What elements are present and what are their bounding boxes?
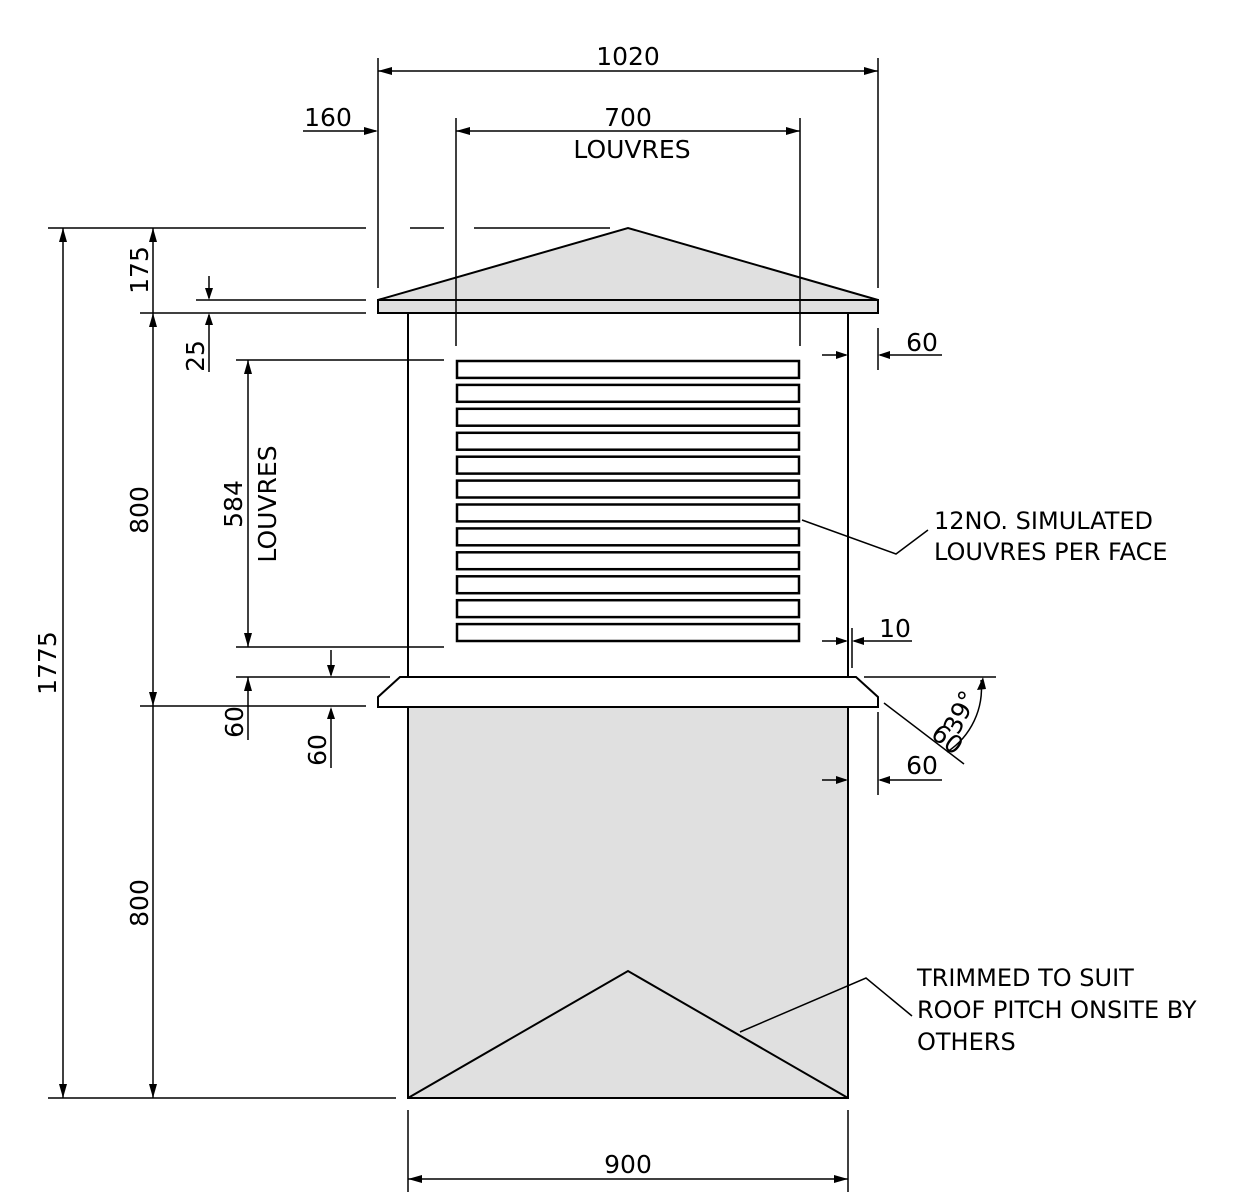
- note-trim-line1: TRIMMED TO SUIT: [916, 964, 1134, 992]
- note-trim-line2: ROOF PITCH ONSITE BY: [917, 996, 1197, 1024]
- dim-60-lower-label: 60: [906, 751, 938, 780]
- arrow: [834, 1175, 848, 1183]
- dim-60-top-label: 60: [906, 328, 938, 357]
- louvre-slat: [455, 527, 801, 547]
- louvre-slat: [455, 622, 801, 643]
- dim-700-label: 700: [604, 103, 652, 132]
- arrow: [364, 127, 378, 135]
- arrow: [836, 351, 848, 359]
- dim-line-60-diag: [883, 702, 965, 765]
- arrow: [205, 288, 213, 300]
- arrow: [378, 67, 392, 75]
- dim-584-sublabel: LOUVRES: [253, 445, 282, 562]
- roof-pitch-trim-line: [407, 969, 849, 1099]
- louvre-slat: [455, 407, 801, 427]
- arrow: [149, 228, 157, 242]
- dim-160-label: 160: [304, 103, 352, 132]
- roof-cap: [377, 226, 879, 301]
- arrow: [205, 313, 213, 325]
- louvre-slat: [455, 455, 801, 475]
- leader-louvres-note: [801, 519, 929, 555]
- arrow: [786, 127, 800, 135]
- dim-1775-label: 1775: [33, 631, 62, 695]
- louvre-slat: [455, 551, 801, 571]
- arrow: [244, 633, 252, 647]
- dim-upper-800-label: 800: [125, 486, 154, 534]
- arrow: [149, 692, 157, 706]
- dim-60-a-label: 60: [220, 706, 249, 738]
- arrow: [878, 776, 890, 784]
- arrow: [244, 677, 252, 691]
- dim-10-label: 10: [879, 614, 911, 643]
- base-box: [407, 706, 849, 1099]
- louvre-slat: [455, 598, 801, 619]
- dim-60-b-label: 60: [303, 734, 332, 766]
- arrow: [327, 665, 335, 677]
- arrow: [864, 67, 878, 75]
- louvre-slat: [455, 383, 801, 404]
- leader-trim-note: [739, 977, 913, 1033]
- arrow: [852, 637, 864, 645]
- arrow: [59, 1084, 67, 1098]
- dim-25-label: 25: [181, 340, 210, 372]
- note-trim-line3: OTHERS: [917, 1028, 1016, 1056]
- arrow: [836, 637, 848, 645]
- louvre-slat: [455, 575, 801, 595]
- dim-lower-800-label: 800: [125, 879, 154, 927]
- arrow: [244, 360, 252, 374]
- arrow: [836, 776, 848, 784]
- louvre-group: [455, 359, 801, 643]
- band-moulding: [377, 676, 879, 708]
- dim-1020-label: 1020: [596, 42, 660, 71]
- louvre-slat: [455, 359, 801, 380]
- louvre-slat: [455, 503, 801, 523]
- arrow: [456, 127, 470, 135]
- note-louvres-line1: 12NO. SIMULATED: [934, 507, 1153, 535]
- dim-900-label: 900: [604, 1150, 652, 1179]
- dim-584-label: 584: [219, 480, 248, 528]
- arrow: [408, 1175, 422, 1183]
- louvre-slat: [455, 479, 801, 499]
- arrow: [59, 228, 67, 242]
- dim-175-label: 175: [125, 246, 154, 294]
- arrow: [149, 1084, 157, 1098]
- dim-700-sublabel: LOUVRES: [573, 135, 690, 164]
- arrow: [878, 351, 890, 359]
- louvre-slat: [455, 431, 801, 451]
- arrow: [149, 313, 157, 327]
- roof-fascia: [377, 299, 879, 314]
- arrow: [327, 707, 335, 719]
- note-louvres-line2: LOUVRES PER FACE: [934, 538, 1168, 566]
- arrow: [977, 677, 986, 690]
